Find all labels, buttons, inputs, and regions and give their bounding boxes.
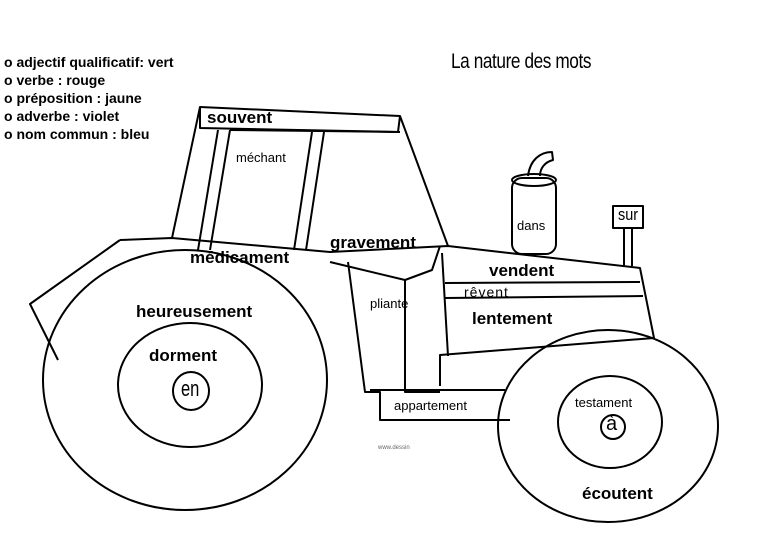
hood-stripe-2: [444, 295, 644, 299]
word-ecoutent: écoutent: [582, 484, 653, 503]
front-wheel-hub: [557, 375, 663, 469]
word-souvent: souvent: [207, 108, 273, 127]
word-medicament: médicament: [190, 248, 290, 267]
word-a: à: [606, 413, 618, 435]
word-heureusement: heureusement: [136, 302, 253, 321]
word-vendent: vendent: [489, 261, 555, 280]
watermark: www.dessin: [378, 445, 410, 451]
word-testament: testament: [575, 395, 633, 410]
word-revent: rêvent: [464, 284, 509, 300]
exhaust-pipe: [511, 177, 557, 255]
legend-item-noun: o nom commun : bleu: [4, 126, 150, 142]
engine-block: [441, 252, 449, 357]
cab-pillar-front: [197, 129, 231, 251]
body-lower: [329, 245, 441, 281]
cab-inner-line: [229, 129, 401, 133]
hood-stripe-1: [444, 281, 641, 284]
legend-item-adjective: o adjectif qualificatif: vert: [4, 54, 174, 70]
word-dorment: dorment: [149, 346, 217, 365]
page-title: La nature des mots: [451, 50, 592, 73]
word-pliante: pliante: [370, 296, 409, 311]
rear-bolt: [172, 371, 210, 411]
word-en: en: [181, 376, 200, 401]
hood-outline: [119, 237, 655, 386]
rear-wheel-hub: [117, 322, 263, 448]
word-sur: sur: [618, 205, 639, 224]
word-gravement: gravement: [330, 233, 416, 252]
chassis: [347, 261, 510, 421]
word-appartement: appartement: [394, 398, 467, 413]
filter-post: [623, 228, 633, 266]
rear-fender: [29, 239, 121, 361]
legend-item-adverb: o adverbe : violet: [4, 108, 120, 124]
rear-wheel-outer: [42, 249, 328, 511]
legend-item-preposition: o préposition : jaune: [4, 90, 142, 106]
legend-item-verb: o verbe : rouge: [4, 72, 106, 88]
filter-sign: [612, 205, 644, 229]
color-legend: o adjectif qualificatif: vert o verbe : …: [4, 53, 174, 143]
front-wheel-outer: [497, 329, 719, 523]
word-dans: dans: [517, 218, 546, 233]
word-lentement: lentement: [472, 309, 553, 328]
exhaust-top: [511, 173, 557, 187]
chassis-side: [404, 280, 440, 393]
cab-pillar-middle: [293, 131, 325, 251]
word-mechant: méchant: [236, 150, 286, 165]
exhaust-cap: [527, 151, 554, 177]
cab-outline: [171, 106, 449, 247]
front-bolt: [600, 414, 626, 440]
